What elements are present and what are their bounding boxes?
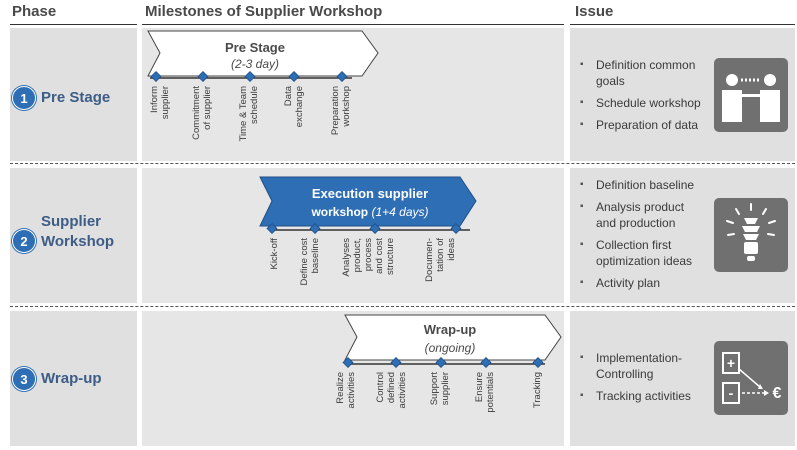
prestage-banner-sub: (2-3 day)	[231, 57, 279, 71]
header-rule-milestones	[142, 24, 564, 25]
milestone-marker	[480, 356, 492, 369]
wrapup-banner-title: Wrap-up	[424, 322, 477, 337]
plus-minus-euro-icon: + - €	[714, 341, 788, 415]
milestone-label: Dataexchange	[283, 85, 305, 127]
issue-header: Issue	[575, 3, 614, 20]
wrapup-milestone-markers	[342, 356, 544, 369]
milestones-header: Milestones of Supplier Workshop	[145, 3, 383, 20]
milestone-label: Time & Teamschedule	[238, 86, 260, 142]
milestone-marker	[369, 222, 381, 235]
milestone-label: Define costbaseline	[299, 238, 321, 286]
svg-text:-: -	[729, 385, 734, 401]
milestone-label: Kick-off	[269, 238, 280, 270]
execution-banner-title: Execution supplier	[312, 186, 428, 201]
phase-3-number: 3	[12, 367, 36, 391]
issue-item: Tracking activities	[578, 388, 718, 404]
svg-text:+: +	[727, 355, 735, 371]
phase-header: Phase	[12, 3, 57, 20]
issue-item: Preparation of data	[578, 117, 718, 133]
milestone-label: Commitmentof supplier	[191, 86, 213, 140]
header-rule-phase	[10, 24, 137, 25]
milestone-label: Documen-tation ofideas	[424, 238, 457, 282]
milestone-marker	[150, 70, 162, 83]
milestone-marker	[450, 222, 462, 235]
prestage-banner	[147, 30, 379, 77]
row-divider-1	[10, 163, 795, 164]
milestone-label: Supportsupplier	[429, 372, 451, 406]
milestone-marker	[390, 356, 402, 369]
milestone-label: Tracking	[532, 372, 543, 408]
execution-banner	[259, 176, 477, 227]
milestone-label: Analysesproduct,processand coststructure	[341, 238, 396, 277]
header-rule-issue	[570, 24, 795, 25]
phase-3-label: Wrap-up	[41, 370, 102, 387]
milestone-marker	[336, 70, 348, 83]
lightbulb-icon	[714, 198, 788, 272]
issue-item: Implementation-Controlling	[578, 350, 718, 382]
wrapup-banner	[344, 314, 562, 361]
milestone-label: Realizeactivities	[335, 372, 357, 409]
prestage-banner-title: Pre Stage	[225, 40, 285, 55]
milestone-label: Ensurepotentials	[474, 372, 496, 413]
wrapup-banner-sub: (ongoing)	[425, 341, 476, 355]
milestone-label: Controldefinedactivities	[375, 372, 408, 409]
issue-item: Activity plan	[578, 275, 718, 291]
milestone-label: Preparationworkshop	[330, 86, 352, 135]
issue-item: Schedule workshop	[578, 95, 718, 111]
phase-1-label: Pre Stage	[41, 89, 111, 106]
prestage-milestone-markers	[150, 70, 348, 83]
milestone-marker	[288, 70, 300, 83]
execution-banner-line2: workshop (1+4 days)	[310, 205, 428, 219]
milestone-marker	[197, 70, 209, 83]
milestone-marker	[532, 356, 544, 369]
issue-item: Definition baseline	[578, 177, 718, 193]
meeting-people-icon	[714, 58, 788, 132]
milestone-marker	[342, 356, 354, 369]
issues-list-2: Definition baseline Analysis productand …	[578, 177, 718, 297]
row-divider-2	[10, 306, 795, 307]
phase-1-number: 1	[12, 86, 36, 110]
milestone-label: Informsupplier	[149, 86, 171, 119]
milestone-marker	[309, 222, 321, 235]
milestone-marker	[435, 356, 447, 369]
milestone-marker	[266, 222, 278, 235]
phase-2-number: 2	[12, 229, 36, 253]
svg-text:€: €	[773, 385, 782, 402]
phase-2-label: Supplier Workshop	[41, 213, 115, 250]
execution-milestone-markers	[266, 222, 462, 235]
issues-list-3: Implementation-Controlling Tracking acti…	[578, 350, 718, 410]
milestone-marker	[244, 70, 256, 83]
